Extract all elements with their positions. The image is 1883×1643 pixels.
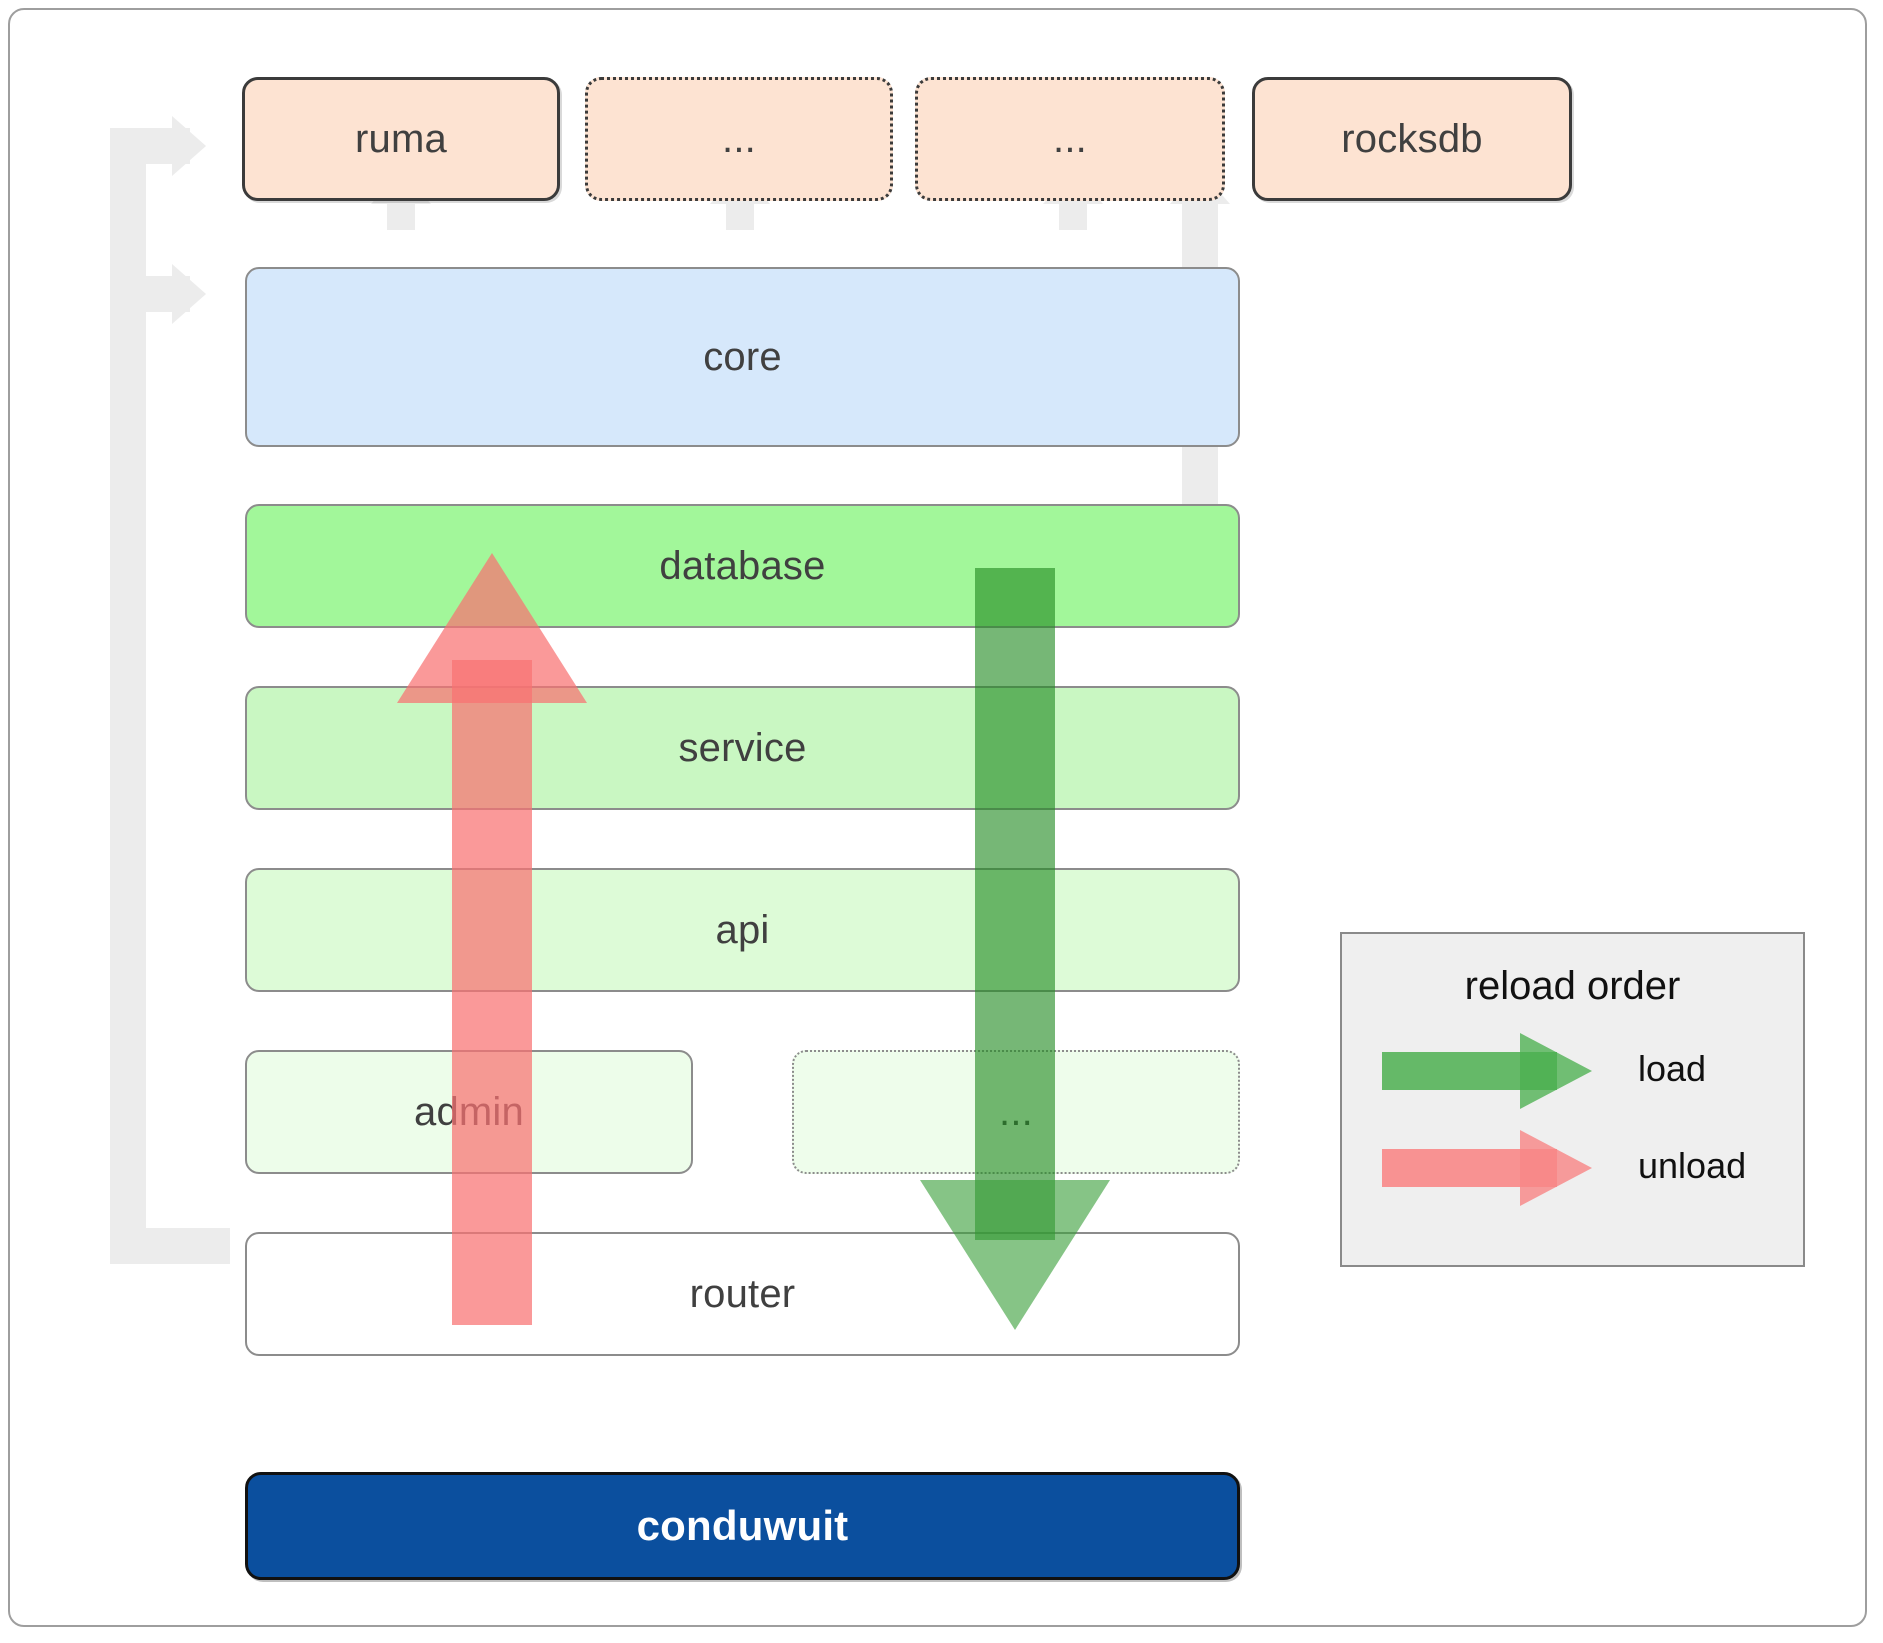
layer-label-router: router (689, 1271, 796, 1316)
root-box-conduwuit[interactable]: conduwuit (245, 1472, 1240, 1580)
legend-unload-label: unload (1638, 1145, 1747, 1186)
dependency-box-ruma[interactable]: ruma (242, 77, 560, 201)
legend-row-unload: unload (1342, 934, 1803, 1265)
unload-arrow-head (397, 553, 587, 703)
layer-box-service[interactable]: service (245, 686, 1240, 810)
dependency-label-ellipsis-2: ... (1053, 116, 1087, 161)
legend-unload-arrow-head (1520, 1130, 1592, 1206)
layer-label-core: core (703, 334, 782, 379)
legend-row-load: load (1342, 934, 1803, 1265)
dependency-label-ellipsis-1: ... (722, 116, 756, 161)
legend-load-label: load (1638, 1048, 1707, 1089)
load-arrow-shaft (975, 568, 1055, 1240)
layer-box-api[interactable]: api (245, 868, 1240, 992)
connector-conduwuit-trunk-vertical (110, 128, 146, 1264)
dependency-label-rocksdb: rocksdb (1341, 116, 1483, 161)
dependency-label-ruma: ruma (355, 116, 447, 161)
layer-label-api: api (715, 907, 770, 952)
unload-arrow-shaft (452, 660, 532, 1325)
dependency-box-rocksdb[interactable]: rocksdb (1252, 77, 1572, 201)
dependency-box-ellipsis-2[interactable]: ... (915, 77, 1225, 201)
legend-load-arrow-head (1520, 1033, 1592, 1109)
connector-to-ruma-arrowhead (172, 116, 206, 176)
diagram-frame (8, 8, 1867, 1627)
layer-label-database: database (659, 543, 826, 588)
connector-core-to-ruma-shaft (387, 200, 415, 230)
connector-core-to-dots2-shaft (1059, 200, 1087, 230)
connector-to-core-arrowhead (172, 264, 206, 324)
layer-label-service: service (678, 725, 807, 770)
legend-panel: reload order load unload (1340, 932, 1805, 1267)
dependency-box-ellipsis-1[interactable]: ... (585, 77, 893, 201)
layer-box-core[interactable]: core (245, 267, 1240, 447)
load-arrow-head (920, 1180, 1110, 1330)
root-label-conduwuit: conduwuit (636, 1502, 849, 1549)
layer-box-database[interactable]: database (245, 504, 1240, 628)
legend-title: reload order (1464, 964, 1681, 1008)
connector-core-to-dots1-shaft (726, 200, 754, 230)
connector-conduwuit-trunk-horizontal (110, 1228, 230, 1264)
